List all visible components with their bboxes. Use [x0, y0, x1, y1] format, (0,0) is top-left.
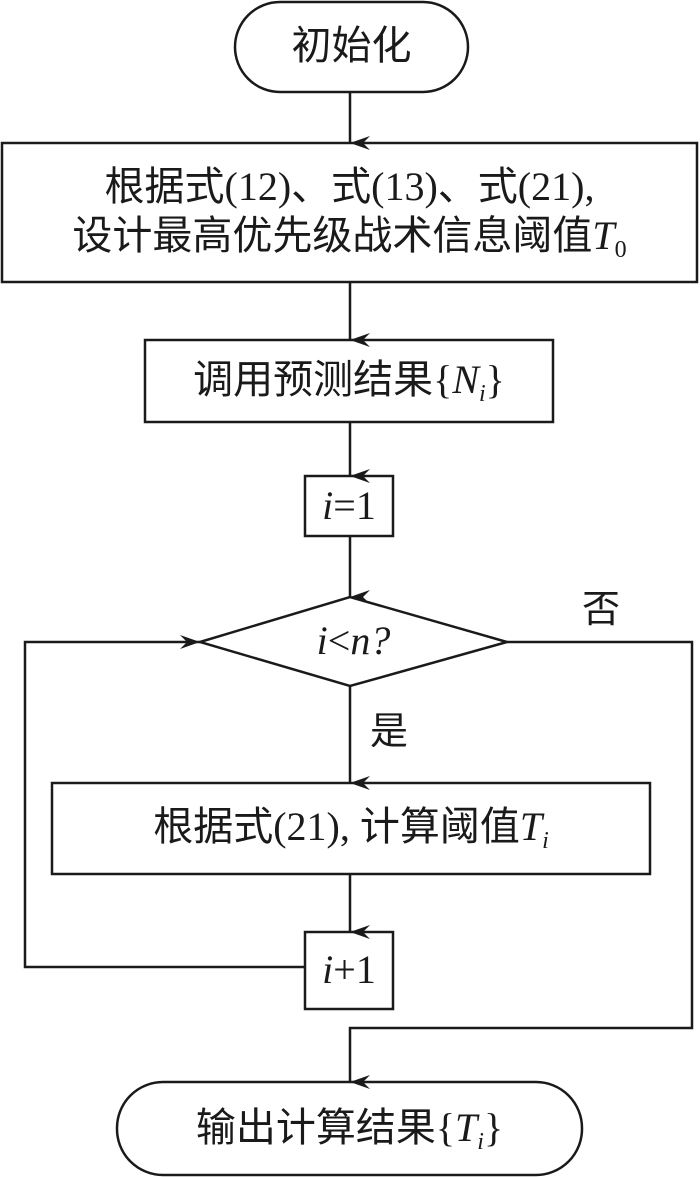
compute-var: T: [519, 804, 543, 849]
load-sub: i: [479, 381, 486, 407]
start-label: 初始化: [291, 23, 412, 68]
end-sub: i: [477, 1129, 484, 1155]
design-label-line2: 设计最高优先级战术信息阈值T0: [2, 212, 697, 265]
incr-var: i: [322, 947, 334, 992]
increment-label: i+1: [305, 946, 393, 994]
load-suffix: }: [485, 357, 505, 402]
design-label-line1: 根据式(12)、式(13)、式(21),: [104, 164, 595, 209]
end-var: T: [455, 1105, 478, 1150]
cond-var2: n: [350, 618, 371, 663]
init-rest: =1: [333, 483, 376, 528]
compute-prefix: 根据式(21), 计算阈值: [153, 804, 520, 849]
no-label: 否: [582, 589, 621, 631]
end-prefix: 输出计算结果{: [195, 1105, 456, 1150]
end-suffix: }: [483, 1105, 504, 1150]
end-label: 输出计算结果{Ti}: [117, 1104, 582, 1157]
condition-label: i<n?: [200, 617, 507, 665]
compute-sub: i: [542, 828, 549, 854]
init-var: i: [322, 483, 334, 528]
edge-incr-loop-back: [23, 635, 305, 969]
load-prefix: 调用预测结果{: [193, 357, 453, 402]
cond-var1: i: [316, 618, 328, 663]
load-var: N: [452, 357, 479, 402]
start-terminal: [233, 0, 470, 94]
load-label: 调用预测结果{Ni}: [145, 356, 553, 409]
design-label-text: 设计最高优先级战术信息阈值: [72, 213, 593, 258]
init-i-label: i=1: [305, 482, 393, 530]
yes-label: 是: [370, 711, 409, 753]
threshold-subscript: 0: [614, 237, 627, 263]
cond-op: <: [327, 618, 351, 663]
edge-cond-no-end: [348, 640, 694, 1089]
cond-q: ?: [370, 618, 391, 663]
compute-label: 根据式(21), 计算阈值Ti: [52, 803, 650, 856]
incr-rest: +1: [333, 947, 376, 992]
threshold-var: T: [592, 213, 615, 258]
